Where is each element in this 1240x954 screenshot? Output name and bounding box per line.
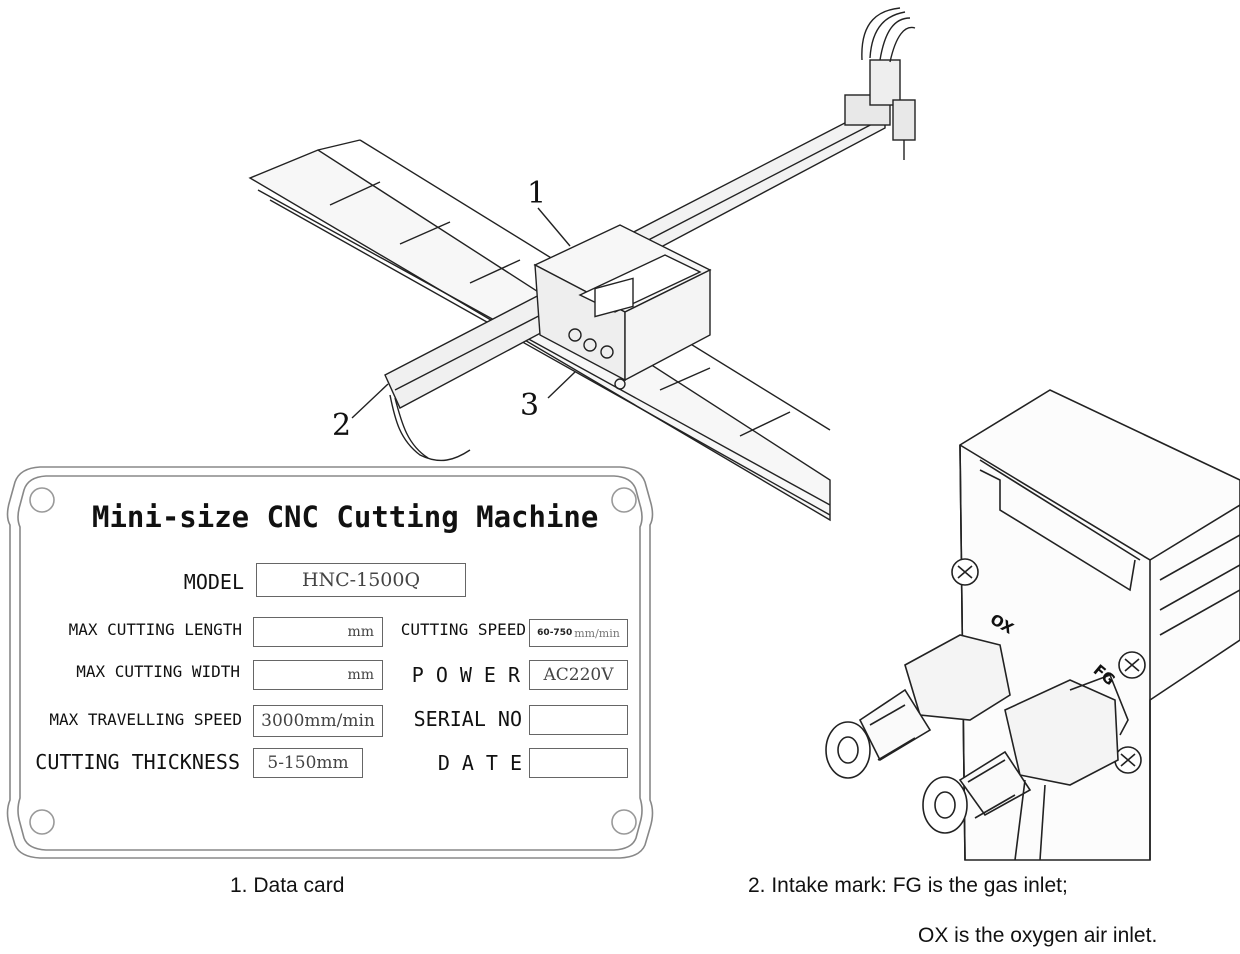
max-length-unit: mm [347, 624, 374, 640]
serial-label: SERIAL NO [413, 707, 522, 731]
thickness-value: 5-150mm [267, 753, 349, 773]
plate-title: Mini-size CNC Cutting Machine [92, 500, 599, 534]
power-label: POWER [411, 663, 532, 687]
max-width-box: mm [253, 660, 383, 690]
date-box [529, 748, 628, 778]
max-length-label: MAX CUTTING LENGTH [68, 620, 242, 639]
data-plate-frame [6, 466, 654, 859]
max-length-box: mm [253, 617, 383, 647]
travel-speed-box: 3000mm/min [253, 705, 383, 737]
callout-3: 3 [520, 388, 540, 423]
callout-2: 2 [332, 408, 352, 443]
power-box: AC220V [529, 660, 628, 690]
thickness-label: CUTTING THICKNESS [35, 750, 240, 774]
max-width-label: MAX CUTTING WIDTH [76, 662, 240, 681]
model-value-text: HNC-1500Q [301, 569, 421, 591]
caption-intake-line2: OX is the oxygen air inlet. [918, 924, 1158, 947]
travel-speed-value: 3000mm/min [261, 711, 375, 731]
travel-speed-label: MAX TRAVELLING SPEED [49, 710, 242, 729]
date-label: DATE [437, 751, 534, 775]
cutting-speed-value: 60-750 [537, 628, 573, 638]
thickness-box: 5-150mm [253, 748, 363, 778]
callout-1: 1 [527, 176, 547, 211]
cnc-machine-drawing [248, 7, 916, 522]
serial-box [529, 705, 628, 735]
power-value: AC220V [543, 665, 614, 685]
model-value: HNC-1500Q [256, 563, 466, 597]
max-width-unit: mm [347, 667, 374, 683]
caption-data-card: 1. Data card [230, 874, 345, 897]
cutting-speed-unit: mm/min [574, 626, 620, 640]
caption-intake-line1: 2. Intake mark: FG is the gas inlet; [748, 874, 1068, 897]
gas-inlet-closeup [825, 389, 1240, 861]
cutting-speed-label: CUTTING SPEED [400, 620, 526, 639]
model-label: MODEL [183, 570, 244, 594]
